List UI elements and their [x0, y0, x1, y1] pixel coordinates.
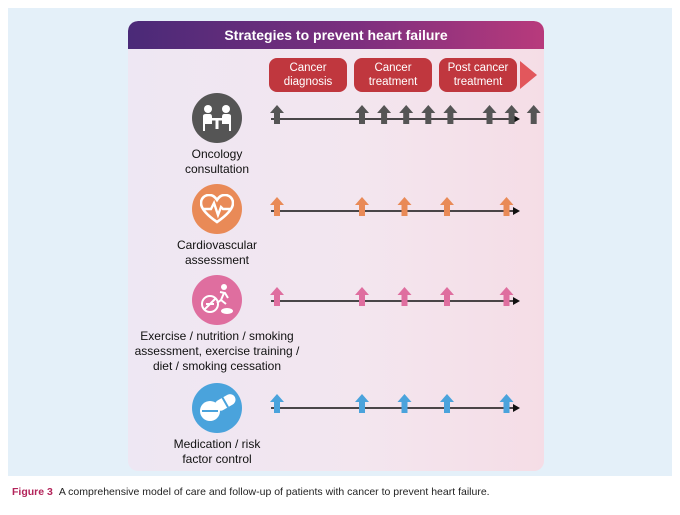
- panel-title: Strategies to prevent heart failure: [128, 21, 544, 49]
- label-line: Oncology: [191, 147, 243, 161]
- event-up-arrow-icon: [270, 394, 284, 413]
- event-up-arrow-icon: [526, 105, 541, 124]
- medication-pills-icon: [200, 394, 236, 421]
- label-line: assessment: [184, 253, 250, 267]
- phase-cancer-diagnosis: Cancer diagnosis: [269, 58, 347, 92]
- phase-line-2: treatment: [453, 76, 503, 88]
- event-up-arrow-icon: [355, 197, 369, 216]
- phase-line-1: Post cancer: [447, 62, 509, 74]
- icon-circle-medication: [192, 383, 242, 433]
- event-up-arrow-icon: [443, 105, 458, 124]
- label-line: factor control: [182, 452, 252, 466]
- label-line: assessment, exercise training /: [134, 344, 300, 358]
- event-up-arrow-icon: [397, 394, 412, 413]
- figure-caption: Figure 3 A comprehensive model of care an…: [12, 486, 490, 498]
- event-up-arrow-icon: [499, 287, 514, 306]
- phase-cancer-treatment: Cancer treatment: [354, 58, 432, 92]
- phase-post-cancer-treatment: Post cancer treatment: [439, 58, 517, 92]
- figure-label: Figure 3: [12, 486, 53, 498]
- event-up-arrow-icon: [397, 197, 412, 216]
- event-up-arrow-icon: [397, 287, 412, 306]
- timeline-arrowhead-icon: [513, 297, 520, 305]
- row-label-cardiovascular: Cardiovascular assessment: [128, 238, 306, 268]
- exercise-no-smoking-icon: [201, 284, 233, 314]
- phase-line-1: Cancer: [289, 62, 327, 74]
- phase-line-1: Cancer: [374, 62, 412, 74]
- event-up-arrow-icon: [440, 197, 454, 216]
- event-up-arrow-icon: [504, 105, 519, 124]
- caption-text: A comprehensive model of care and follow…: [58, 486, 490, 498]
- event-up-arrow-icon: [421, 105, 436, 124]
- icon-circle-exercise: [192, 275, 242, 325]
- timeline-rows: [270, 105, 541, 413]
- label-line: Medication / risk: [173, 437, 261, 451]
- label-line: Cardiovascular: [176, 238, 258, 252]
- label-line: Exercise / nutrition / smoking: [140, 329, 294, 343]
- strategies-panel: Strategies to prevent heart failure Canc…: [128, 21, 544, 471]
- phase-line-2: treatment: [368, 76, 418, 88]
- event-up-arrow-icon: [355, 105, 369, 124]
- event-up-arrow-icon: [270, 197, 284, 216]
- event-up-arrow-icon: [377, 105, 392, 124]
- event-up-arrow-icon: [440, 287, 454, 306]
- phase-line-2: diagnosis: [283, 76, 333, 88]
- row-label-exercise: Exercise / nutrition / smoking assessmen…: [128, 329, 306, 374]
- event-up-arrow-icon: [399, 105, 414, 124]
- timeline-arrowhead-icon: [513, 115, 520, 123]
- event-up-arrow-icon: [355, 287, 369, 306]
- event-up-arrow-icon: [499, 394, 514, 413]
- row-label-consultation: Oncology consultation: [128, 147, 306, 177]
- row-label-medication: Medication / risk factor control: [128, 437, 306, 467]
- label-line: consultation: [184, 162, 250, 176]
- event-up-arrow-icon: [270, 105, 284, 124]
- timeline-arrowhead-icon: [513, 404, 520, 412]
- icon-circle-consultation: [192, 93, 242, 143]
- event-up-arrow-icon: [482, 105, 497, 124]
- doctor-patient-consultation-icon: [203, 105, 231, 131]
- event-up-arrow-icon: [499, 197, 514, 216]
- event-up-arrow-icon: [270, 287, 284, 306]
- timeline-arrowhead-icon: [513, 207, 520, 215]
- icon-circle-cardiovascular: [192, 184, 242, 234]
- heart-ecg-icon: [200, 194, 234, 224]
- phase-continue-arrow-icon: [520, 61, 537, 89]
- label-line: diet / smoking cessation: [152, 359, 282, 373]
- event-up-arrow-icon: [440, 394, 454, 413]
- event-up-arrow-icon: [355, 394, 369, 413]
